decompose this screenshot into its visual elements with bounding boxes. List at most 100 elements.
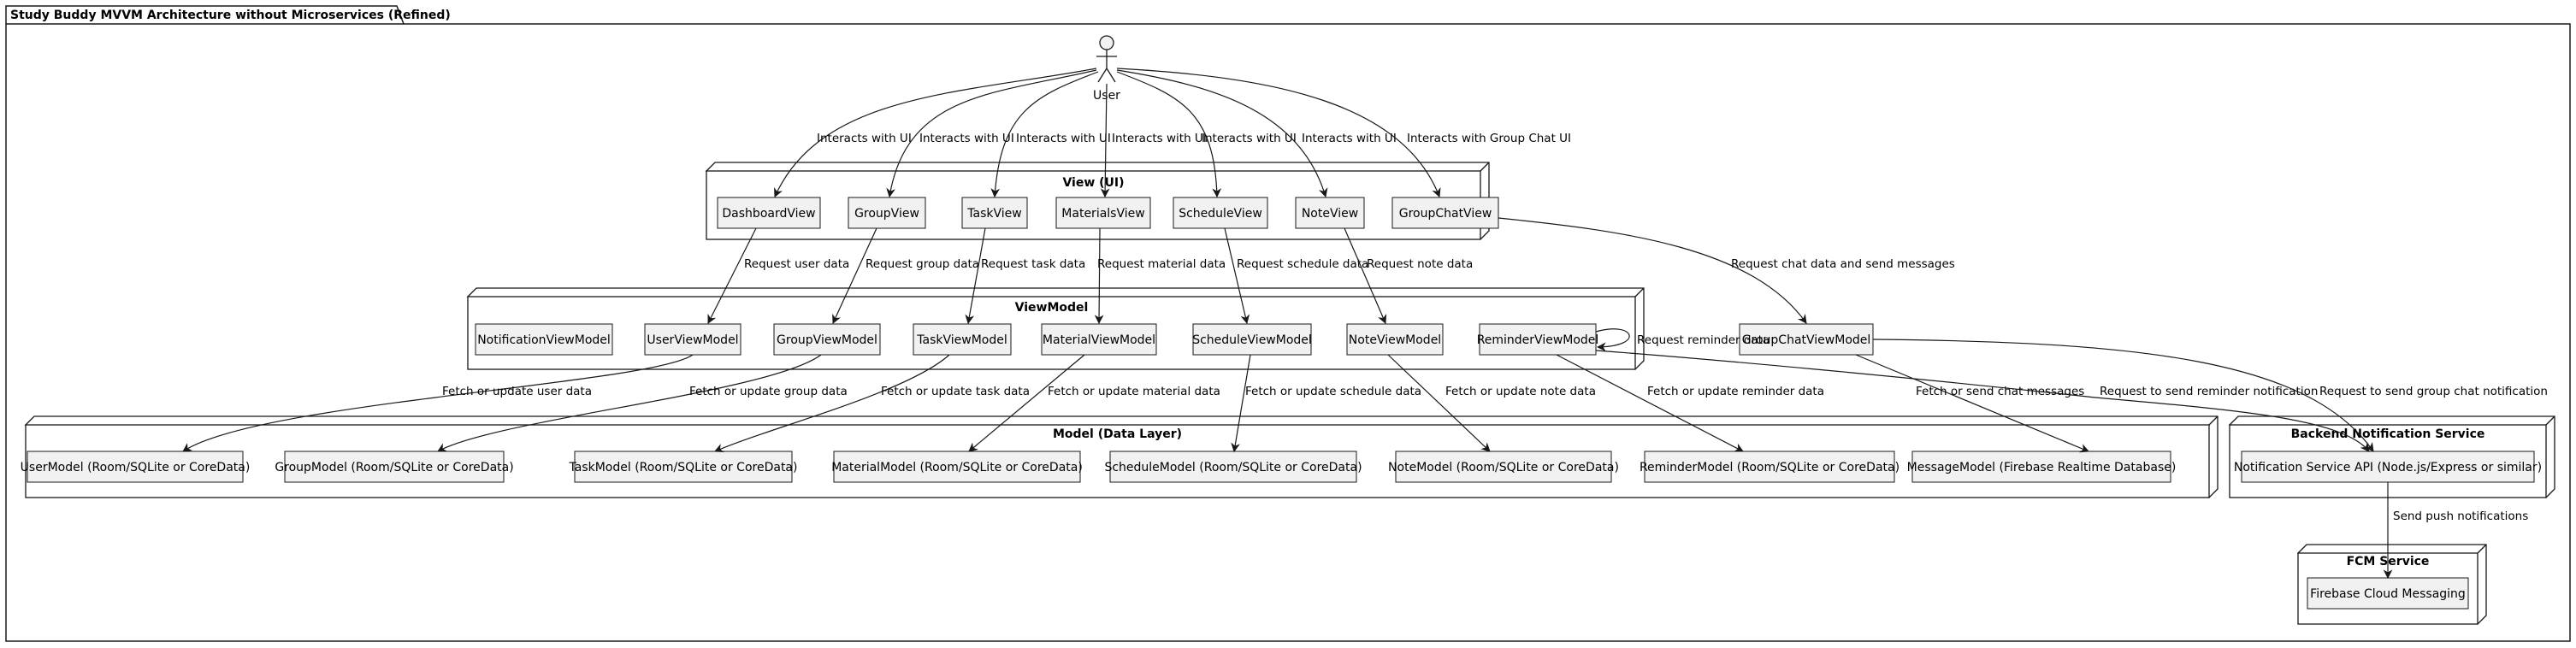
node-backend: Backend Notification ServiceNotification… <box>2228 415 2555 498</box>
edge-label: Interacts with UI <box>919 132 1014 145</box>
component-label: Firebase Cloud Messaging <box>2310 587 2466 601</box>
component-dashboardview: DashboardView <box>717 197 821 229</box>
edge-user-schedule: Interacts with UI <box>1116 71 1297 198</box>
component-materialviewmodel: MaterialViewModel <box>1041 323 1157 356</box>
edge-label: Fetch or update material data <box>1048 385 1220 398</box>
edge-label: Fetch or update schedule data <box>1245 385 1421 398</box>
component-label: Notification Service API (Node.js/Expres… <box>2234 461 2542 474</box>
component-label: GroupView <box>854 207 919 221</box>
edge-label: Request reminder data <box>1637 333 1770 347</box>
edge-schedulevm-schedulemodel: Fetch or update schedule data <box>1231 354 1421 453</box>
component-label: ScheduleView <box>1179 207 1262 221</box>
edge-notevm-notemodel: Fetch or update note data <box>1387 354 1596 452</box>
edge-reminder-self: Request reminder data <box>1595 328 1770 352</box>
package-title: Study Buddy MVVM Architecture without Mi… <box>10 9 451 22</box>
component-noteviewmodel: NoteViewModel <box>1346 323 1444 356</box>
edge-label: Fetch or update task data <box>881 385 1030 398</box>
component-label: ReminderModel (Room/SQLite or CoreData) <box>1640 461 1900 474</box>
edge-user-group: Interacts with UI <box>886 69 1097 198</box>
component-label: UserModel (Room/SQLite or CoreData) <box>21 461 251 474</box>
edge-remindervm-remindermodel: Fetch or update reminder data <box>1556 354 1824 452</box>
component-label: MaterialsView <box>1061 207 1144 221</box>
component-label: NoteView <box>1302 207 1358 221</box>
node-title-view: View (UI) <box>1062 176 1124 190</box>
component-label: TaskViewModel <box>916 333 1007 347</box>
component-label: GroupViewModel <box>777 333 877 347</box>
edge-label: Fetch or update user data <box>442 385 592 398</box>
edge-groupvm-groupmodel: Fetch or update group data <box>437 354 848 452</box>
component-label: ScheduleViewModel <box>1192 333 1312 347</box>
component-label: GroupModel (Room/SQLite or CoreData) <box>275 461 513 474</box>
edge-groupchatvm-messagemodel: Fetch or send chat messages <box>1855 354 2089 453</box>
edge-label: Request material data <box>1097 257 1226 271</box>
edge-label: Interacts with Group Chat UI <box>1407 132 1571 145</box>
edge-label: Request task data <box>981 257 1085 271</box>
edge-api-fcm: Send push notifications <box>2383 482 2528 580</box>
component-materialsview: MaterialsView <box>1055 197 1151 229</box>
package-frame: Study Buddy MVVM Architecture without Mi… <box>5 5 2571 642</box>
edge-user-note: Interacts with UI <box>1116 69 1397 198</box>
component-materialmodel-room-sqlite-or-coredata: MaterialModel (Room/SQLite or CoreData) <box>831 451 1083 483</box>
edge-taskvm-taskmodel: Fetch or update task data <box>714 354 1030 453</box>
component-notification-service-api-node-js-express-or-similar: Notification Service API (Node.js/Expres… <box>2234 451 2542 483</box>
edge-label: Request schedule data <box>1237 257 1368 271</box>
component-label: MaterialViewModel <box>1043 333 1155 347</box>
edge-label: Request to send reminder notification <box>2100 385 2318 398</box>
component-noteview: NoteView <box>1295 197 1365 229</box>
component-notemodel-room-sqlite-or-coredata: NoteModel (Room/SQLite or CoreData) <box>1388 451 1619 483</box>
edge-user-task: Interacts with UI <box>990 71 1111 198</box>
edge-user-dashboard: Interacts with UI <box>774 68 1097 197</box>
component-label: TaskView <box>966 207 1021 221</box>
component-usermodel-room-sqlite-or-coredata: UserModel (Room/SQLite or CoreData) <box>21 451 251 483</box>
edge-schedule-schedulevm: Request schedule data <box>1224 227 1368 325</box>
edge-label: Request to send group chat notification <box>2319 385 2548 398</box>
component-taskview: TaskView <box>961 197 1028 229</box>
node-title-viewmodel: ViewModel <box>1015 301 1089 315</box>
component-groupchatviewmodel: GroupChatViewModel <box>1739 323 1874 356</box>
node-title-model: Model (Data Layer) <box>1053 427 1182 441</box>
component-taskmodel-room-sqlite-or-coredata: TaskModel (Room/SQLite or CoreData) <box>569 451 798 483</box>
edge-label: Fetch or update group data <box>689 385 848 398</box>
component-label: GroupChatView <box>1399 207 1492 221</box>
edge-label: Fetch or send chat messages <box>1916 385 2084 398</box>
component-scheduleview: ScheduleView <box>1173 197 1268 229</box>
component-label: GroupChatViewModel <box>1742 333 1871 347</box>
edge-materials-materialvm: Request material data <box>1094 227 1226 325</box>
component-firebase-cloud-messaging: Firebase Cloud Messaging <box>2307 577 2469 610</box>
component-label: ReminderViewModel <box>1477 333 1599 347</box>
edge-materialvm-materialmodel: Fetch or update material data <box>968 354 1220 452</box>
component-label: NoteModel (Room/SQLite or CoreData) <box>1388 461 1619 474</box>
component-label: ScheduleModel (Room/SQLite or CoreData) <box>1104 461 1362 474</box>
component-schedulemodel-room-sqlite-or-coredata: ScheduleModel (Room/SQLite or CoreData) <box>1104 451 1362 483</box>
component-userviewmodel: UserViewModel <box>644 323 741 356</box>
edge-label: Interacts with UI <box>817 132 912 145</box>
component-label: UserViewModel <box>647 333 738 347</box>
edge-user-materials: Interacts with UI <box>1100 83 1207 198</box>
edge-label: Fetch or update reminder data <box>1647 385 1824 398</box>
component-label: TaskModel (Room/SQLite or CoreData) <box>569 461 798 474</box>
edge-label: Request group data <box>866 257 979 271</box>
edge-dashboard-uservm: Request user data <box>707 227 849 324</box>
node-model: Model (Data Layer) UserModel (Room/SQLite… <box>21 415 2219 498</box>
edge-label: Request user data <box>744 257 849 271</box>
edge-note-notevm: Request note data <box>1344 227 1473 324</box>
component-reminderviewmodel: ReminderViewModel <box>1477 323 1599 356</box>
component-label: DashboardView <box>722 207 815 221</box>
edge-label: Request note data <box>1367 257 1473 271</box>
edge-label: Request chat data and send messages <box>1731 257 1955 271</box>
component-groupview: GroupView <box>848 197 926 229</box>
node-view: View (UI) DashboardView GroupView TaskView M… <box>705 162 1499 240</box>
edge-groupchatvm-api: Request to send group chat notification <box>1872 339 2548 452</box>
component-scheduleviewmodel: ScheduleViewModel <box>1192 323 1312 356</box>
edge-uservm-usermodel: Fetch or update user data <box>182 354 694 452</box>
node-title-backend: Backend Notification Service <box>2291 427 2485 441</box>
component-groupchatview: GroupChatView <box>1391 197 1499 229</box>
edge-label: Fetch or update note data <box>1445 385 1596 398</box>
edge-label: Interacts with UI <box>1016 132 1111 145</box>
edge-label: Send push notifications <box>2393 510 2528 523</box>
component-messagemodel-firebase-realtime-database: MessageModel (Firebase Realtime Database… <box>1907 451 2176 483</box>
component-remindermodel-room-sqlite-or-coredata: ReminderModel (Room/SQLite or CoreData) <box>1640 451 1900 483</box>
